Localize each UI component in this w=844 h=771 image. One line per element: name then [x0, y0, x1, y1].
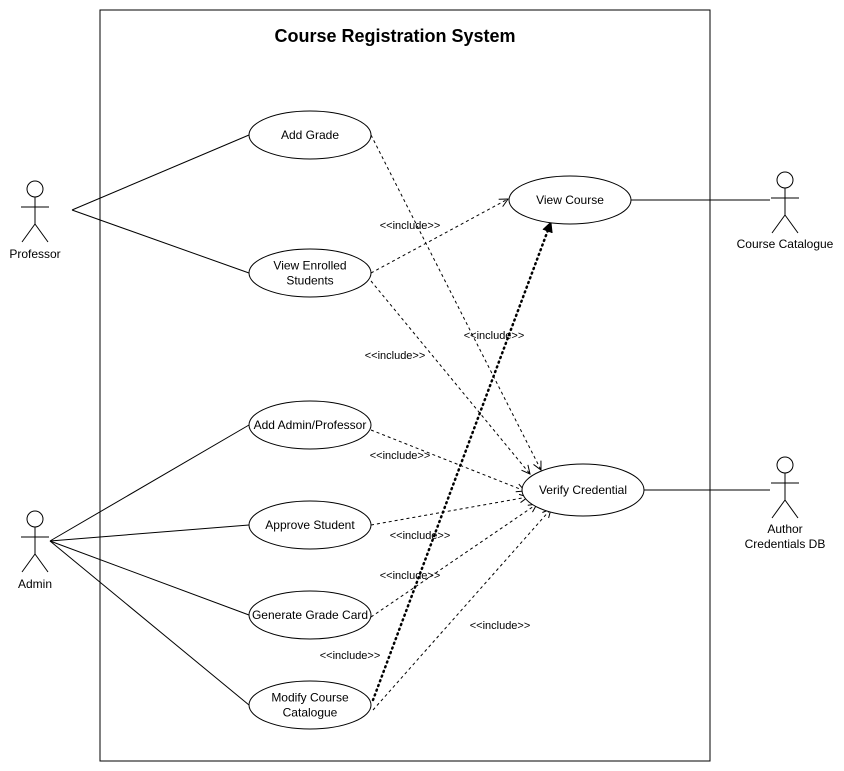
- actor-right-leg: [784, 499, 799, 519]
- actor-left-leg: [771, 214, 786, 234]
- use-case-label: Approve Student: [265, 518, 355, 532]
- use-case-add-grade[interactable]: Add Grade: [248, 110, 372, 160]
- actor-course-catalogue: Course Catalogue: [737, 171, 834, 251]
- use-case-ellipse: [248, 590, 372, 640]
- include-label: <<include>>: [390, 530, 451, 542]
- actor-professor: Professor: [9, 180, 61, 261]
- use-case-label: Catalogue: [283, 706, 338, 720]
- actor-right-leg: [784, 214, 799, 234]
- use-case-ellipse: [521, 463, 645, 517]
- actor-label: Course Catalogue: [737, 237, 834, 251]
- include-label: <<include>>: [470, 620, 531, 632]
- use-case-label: Modify Course: [271, 691, 349, 705]
- use-case-label: View Enrolled: [273, 259, 346, 273]
- actor-admin: Admin: [18, 510, 52, 591]
- association-admin-approve-student: [49, 524, 250, 542]
- use-case-label: Add Grade: [281, 128, 339, 142]
- include-label: <<include>>: [464, 330, 525, 342]
- actor-label: Author: [767, 522, 802, 536]
- use-case-ellipse: [248, 248, 372, 298]
- include-approve-student-to-verify-credential: [370, 497, 528, 526]
- association-admin-add-admin-professor: [49, 424, 250, 542]
- include-label: <<include>>: [380, 220, 441, 232]
- use-case-view-course[interactable]: View Course: [508, 175, 632, 225]
- actor-label: Credentials DB: [745, 537, 826, 551]
- actor-head: [26, 510, 44, 528]
- association-professor-add-grade: [71, 134, 250, 211]
- use-case-ellipse: [248, 680, 372, 730]
- association-admin-generate-grade-card: [49, 540, 250, 616]
- actor-label: Admin: [18, 577, 52, 591]
- include-add-admin-professor-to-verify-credential: [370, 429, 525, 491]
- actor-left-leg: [21, 553, 36, 573]
- include-label: <<include>>: [365, 350, 426, 362]
- include-label: <<include>>: [320, 650, 381, 662]
- use-case-label: Add Admin/Professor: [254, 418, 367, 432]
- use-case-generate-grade-card[interactable]: Generate Grade Card: [248, 590, 372, 640]
- actor-left-leg: [771, 499, 786, 519]
- actor-left-leg: [21, 223, 36, 243]
- actor-right-leg: [34, 553, 49, 573]
- use-case-ellipse: [508, 175, 632, 225]
- use-case-label: Generate Grade Card: [252, 608, 368, 622]
- include-add-grade-to-verify-credential: [370, 134, 541, 470]
- actor-head: [776, 456, 794, 474]
- system-boundary: [99, 9, 711, 762]
- include-label: <<include>>: [380, 570, 441, 582]
- use-case-ellipse: [248, 500, 372, 550]
- use-case-label: Students: [286, 274, 333, 288]
- use-case-label: Verify Credential: [539, 483, 627, 497]
- actor-right-leg: [34, 223, 49, 243]
- use-case-verify-credential[interactable]: Verify Credential: [521, 463, 645, 517]
- include-modify-course-catalogue-to-view-course: [371, 220, 553, 702]
- actor-head: [776, 171, 794, 189]
- include-view-enrolled-students-to-view-course: [370, 199, 508, 274]
- use-case-ellipse: [248, 400, 372, 450]
- use-case-add-admin-professor[interactable]: Add Admin/Professor: [248, 400, 372, 450]
- relationship-lines: [49, 134, 770, 711]
- system-title: Course Registration System: [274, 26, 515, 46]
- association-professor-view-enrolled-students: [71, 209, 250, 274]
- include-modify-course-catalogue-to-verify-credential: [372, 509, 551, 711]
- association-admin-modify-course-catalogue: [49, 540, 250, 706]
- include-label: <<include>>: [370, 450, 431, 462]
- actor-label: Professor: [9, 247, 60, 261]
- use-case-approve-student[interactable]: Approve Student: [248, 500, 372, 550]
- actor-head: [26, 180, 44, 198]
- use-case-ellipse: [248, 110, 372, 160]
- use-case-label: View Course: [536, 193, 604, 207]
- include-labels: <<include>> <<include>> <<include>> <<inclu…: [320, 220, 531, 662]
